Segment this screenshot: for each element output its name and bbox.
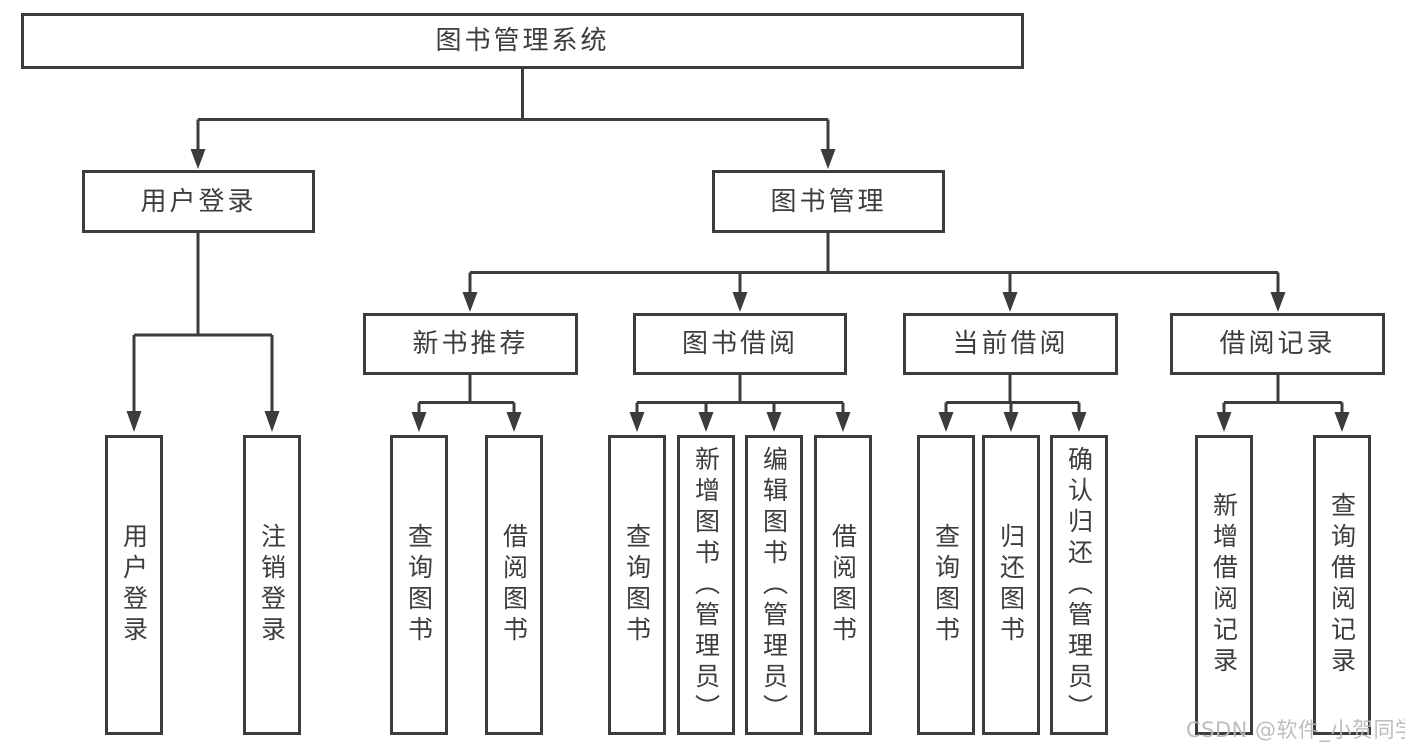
leaf-query-books: 查询图书 — [390, 435, 448, 735]
node-book-borrow-label: 图书借阅 — [681, 329, 798, 359]
node-user-login-label: 用户登录 — [140, 186, 257, 217]
leaf-query-books-label: 查询图书 — [622, 523, 652, 647]
connector-root-to-level2 — [196, 69, 830, 152]
leaf-return-books-label: 归还图书 — [996, 523, 1026, 647]
connector-userlogin-to-leaves — [132, 233, 274, 414]
node-new-book-recommend-label: 新书推荐 — [412, 329, 529, 359]
connector-borrowrecords-to-leaves — [1222, 375, 1344, 415]
leaf-add-borrow-record-label: 新增借阅记录 — [1209, 492, 1239, 678]
leaf-logout-label: 注销登录 — [257, 523, 287, 647]
leaf-user-login: 用户登录 — [105, 435, 163, 735]
leaf-borrow-books: 借阅图书 — [485, 435, 543, 735]
leaf-query-books: 查询图书 — [917, 435, 975, 735]
leaf-confirm-return-admin: 确认归还（管理员） — [1050, 435, 1108, 735]
node-borrow-records-label: 借阅记录 — [1219, 329, 1336, 359]
leaf-borrow-books: 借阅图书 — [814, 435, 872, 735]
node-current-borrow: 当前借阅 — [903, 313, 1118, 375]
leaf-add-book-admin: 新增图书（管理员） — [677, 435, 735, 735]
node-root: 图书管理系统 — [21, 13, 1024, 69]
leaf-query-books: 查询图书 — [608, 435, 666, 735]
leaf-user-login-label: 用户登录 — [119, 523, 149, 647]
leaf-confirm-return-admin-label: 确认归还（管理员） — [1064, 445, 1094, 725]
leaf-query-borrow-record-label: 查询借阅记录 — [1327, 492, 1357, 678]
leaf-query-borrow-record: 查询借阅记录 — [1313, 435, 1371, 735]
connector-currentborrow-to-leaves — [944, 375, 1081, 415]
leaf-edit-book-admin: 编辑图书（管理员） — [745, 435, 803, 735]
node-user-login: 用户登录 — [82, 170, 315, 233]
node-book-management-label: 图书管理 — [770, 186, 887, 217]
leaf-borrow-books-label: 借阅图书 — [499, 523, 529, 647]
leaf-add-book-admin-label: 新增图书（管理员） — [691, 445, 721, 725]
leaf-return-books: 归还图书 — [982, 435, 1040, 735]
leaf-logout: 注销登录 — [243, 435, 301, 735]
node-borrow-records: 借阅记录 — [1170, 313, 1385, 375]
leaf-edit-book-admin-label: 编辑图书（管理员） — [759, 445, 789, 725]
leaf-borrow-books-label: 借阅图书 — [828, 523, 858, 647]
csdn-watermark: CSDN @软件_小贺同学 — [1186, 718, 1405, 742]
connector-newbookrec-to-leaves — [417, 375, 516, 415]
leaf-query-books-label: 查询图书 — [404, 523, 434, 647]
connector-bookmgmt-to-level3 — [468, 233, 1280, 295]
connector-bookborrow-to-leaves — [635, 375, 845, 415]
node-current-borrow-label: 当前借阅 — [952, 329, 1069, 359]
node-root-label: 图书管理系统 — [435, 26, 610, 56]
node-new-book-recommend: 新书推荐 — [363, 313, 578, 375]
node-book-management: 图书管理 — [712, 170, 945, 233]
leaf-query-books-label: 查询图书 — [931, 523, 961, 647]
node-book-borrow: 图书借阅 — [633, 313, 847, 375]
leaf-add-borrow-record: 新增借阅记录 — [1195, 435, 1253, 735]
